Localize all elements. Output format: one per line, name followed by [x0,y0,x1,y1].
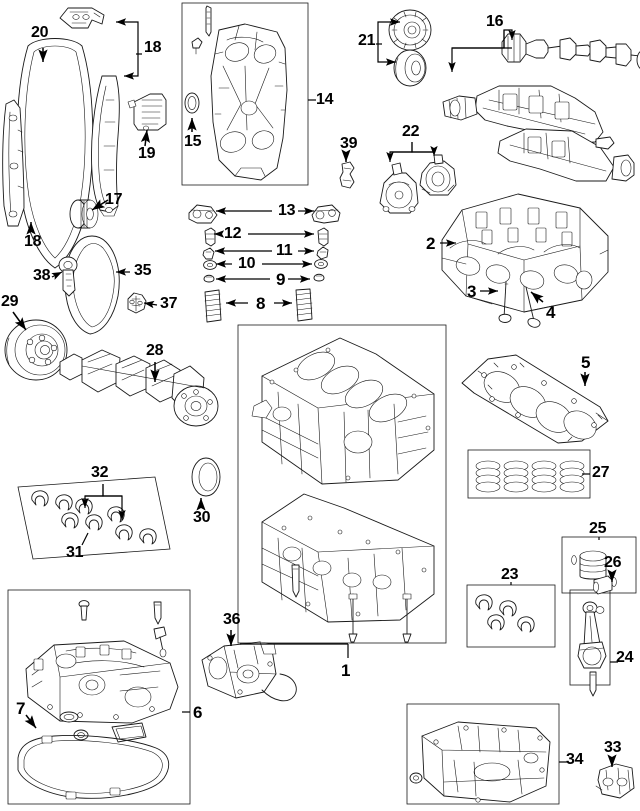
callout-34: 34 [566,751,584,768]
callout-36: 36 [223,611,241,628]
callout-18-upper: 18 [144,39,162,56]
callout-16: 16 [486,13,504,30]
callout-12: 12 [224,225,242,242]
callout-8: 8 [256,294,266,313]
callout-28: 28 [146,342,164,359]
callout-20: 20 [31,24,49,41]
callout-14: 14 [316,91,334,108]
callout-11: 11 [276,242,293,259]
callout-27: 27 [592,464,610,481]
callout-31: 31 [66,544,84,561]
callout-2: 2 [426,234,436,253]
callout-10: 10 [238,255,256,272]
callout-21: 21 [358,32,376,49]
callout-37: 37 [160,295,178,312]
callout-22: 22 [402,123,420,140]
callout-5: 5 [581,353,591,372]
callout-30: 30 [193,509,211,526]
callout-18-lower: 18 [24,233,42,250]
callout-6: 6 [193,703,203,722]
callout-1: 1 [341,661,351,680]
callout-29: 29 [1,293,19,310]
callout-15: 15 [184,133,202,150]
callout-24: 24 [616,649,634,666]
callout-7: 7 [16,699,26,718]
callout-23: 23 [501,566,519,583]
callout-39: 39 [340,135,358,152]
callout-26: 26 [604,554,622,571]
callout-32: 32 [91,464,109,481]
callout-35: 35 [134,262,152,279]
callout-13: 13 [278,202,296,219]
callout-19: 19 [138,145,156,162]
callout-38: 38 [33,267,51,284]
callout-4: 4 [546,303,556,322]
callout-33: 33 [604,739,622,756]
callout-9: 9 [276,270,286,289]
callout-3: 3 [467,282,477,301]
callout-17: 17 [105,191,123,208]
callout-25: 25 [589,520,607,537]
